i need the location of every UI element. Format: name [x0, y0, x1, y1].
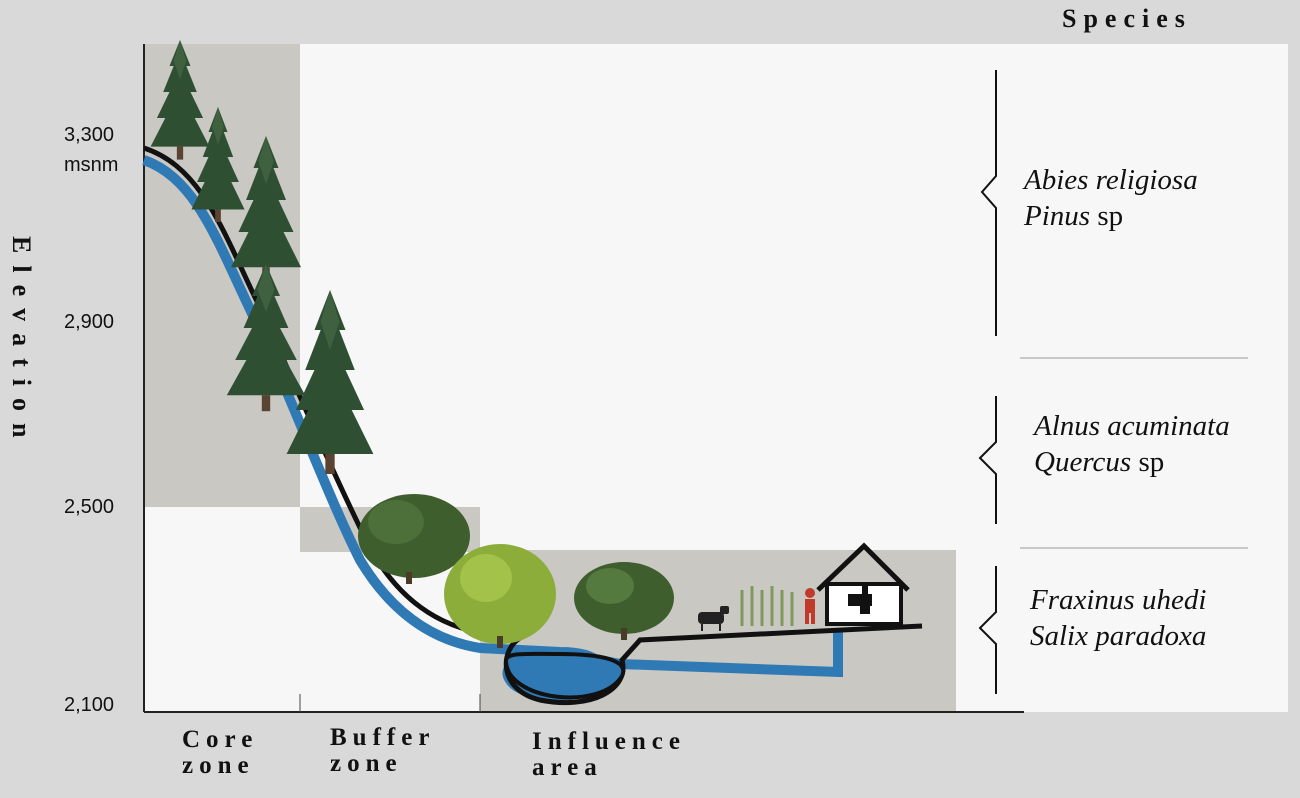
tick-unit: msnm	[64, 154, 118, 177]
species-suffix: sp	[1138, 446, 1164, 478]
species-suffix: sp	[1097, 200, 1123, 232]
zone-label-buffer: Buffer	[330, 724, 435, 752]
zone-label-influence: Influence	[532, 728, 686, 756]
species-group: Fraxinus uhedi Salix paradoxa	[1030, 582, 1206, 654]
species-name: Pinus	[1024, 200, 1090, 232]
tick-label: 2,900	[64, 311, 114, 334]
zone-label-core: zone	[182, 752, 255, 780]
zone-label-influence: area	[532, 754, 603, 782]
tick-label: 3,300	[64, 124, 114, 147]
axis-title: Elevation	[6, 236, 36, 449]
species-group: Abies religiosa Pinus sp	[1024, 162, 1198, 234]
zone-label-buffer: zone	[330, 750, 403, 778]
species-group: Alnus acuminata Quercus sp	[1034, 408, 1230, 480]
species-title: Species	[1062, 4, 1192, 34]
zone-label-core: Core	[182, 726, 258, 754]
species-name: Fraxinus uhedi	[1030, 584, 1206, 616]
tick-label: 2,100	[64, 694, 114, 717]
species-name: Alnus acuminata	[1034, 410, 1230, 442]
species-name: Salix paradoxa	[1030, 620, 1206, 652]
tick-label: 2,500	[64, 496, 114, 519]
species-name: Abies religiosa	[1024, 164, 1198, 196]
species-name: Quercus	[1034, 446, 1131, 478]
